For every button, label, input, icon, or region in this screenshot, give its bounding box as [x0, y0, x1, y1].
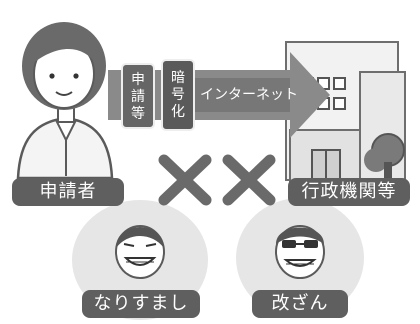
tampering-label: 改ざん — [252, 290, 348, 318]
applicant-figure-icon — [16, 22, 114, 180]
applicant-label: 申請者 — [12, 178, 124, 206]
encryption-box — [161, 59, 195, 131]
impersonation-label: なりすまし — [82, 290, 200, 318]
cross-mark-icon — [158, 154, 212, 206]
agency-label: 行政機関等 — [288, 178, 410, 206]
internet-arrow — [108, 52, 330, 138]
tamperer-face-icon — [275, 225, 325, 279]
internet-label: インターネット — [200, 87, 298, 103]
encryption-label: 暗号化 — [171, 70, 185, 120]
impersonator-face-icon — [115, 225, 165, 279]
cross-mark-icon — [222, 154, 276, 206]
request-label: 申請等 — [131, 72, 145, 122]
request-box — [121, 63, 155, 129]
